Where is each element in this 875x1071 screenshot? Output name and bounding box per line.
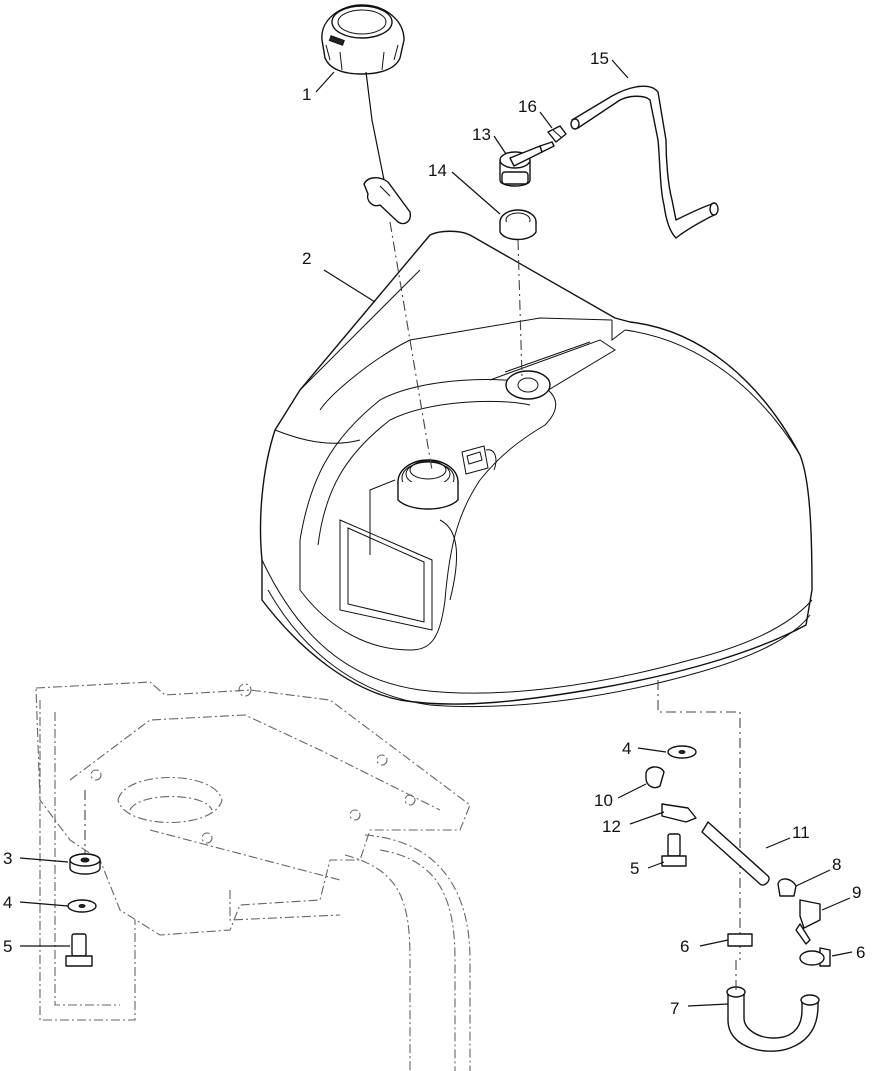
callout-4: 4 — [622, 739, 631, 758]
tether-clip — [363, 177, 412, 225]
hose-clamp-top — [547, 125, 567, 143]
callout-3: 3 — [3, 849, 12, 868]
callout-13: 13 — [472, 125, 491, 144]
vent-hose — [570, 85, 719, 239]
leader-lines — [19, 59, 853, 1007]
callout-6: 6 — [856, 943, 865, 962]
callout-9: 9 — [852, 883, 861, 902]
left-hardware — [65, 790, 101, 967]
callout-10: 10 — [594, 791, 613, 810]
grommet — [499, 209, 537, 241]
callout-5: 5 — [630, 859, 639, 878]
callout-11: 11 — [792, 823, 810, 842]
callout-8: 8 — [832, 855, 841, 874]
callout-2: 2 — [302, 249, 311, 268]
cap-tether — [365, 71, 385, 181]
callout-14: 14 — [428, 161, 447, 180]
fuel-tank — [259, 230, 813, 708]
gas-cap — [321, 4, 405, 75]
callout-numbers: 1 2 3 4 5 4 10 12 5 11 8 9 6 6 7 13 14 1… — [3, 49, 865, 1018]
callout-7: 7 — [670, 999, 679, 1018]
frame-phantom — [35, 681, 471, 1071]
vent-fitting — [499, 141, 555, 187]
right-hardware — [645, 680, 831, 1052]
callout-12: 12 — [602, 817, 621, 836]
callout-4: 4 — [3, 893, 12, 912]
callout-5: 5 — [3, 937, 12, 956]
callout-1: 1 — [302, 85, 311, 104]
callout-16: 16 — [518, 97, 537, 116]
callout-15: 15 — [590, 49, 609, 68]
callout-6: 6 — [680, 937, 689, 956]
